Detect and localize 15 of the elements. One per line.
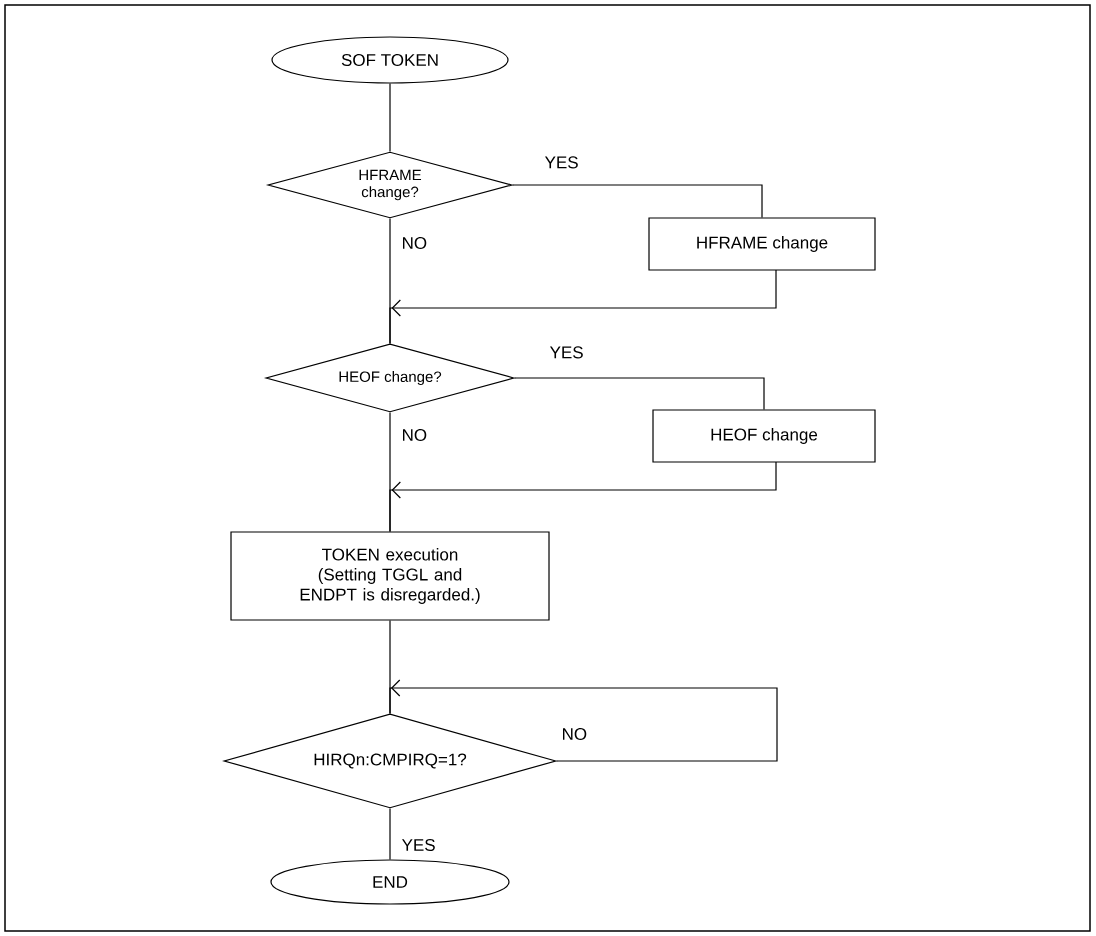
edge-label: NO: [400, 428, 429, 442]
edge-label: NO: [400, 236, 429, 250]
edge-label: YES: [543, 155, 580, 170]
edge-label: NO: [560, 727, 589, 741]
terminal-oval: SOF TOKEN: [271, 36, 509, 84]
process-box: TOKEN execution (Setting TGGL and ENDPT is disregarded.): [230, 531, 550, 621]
terminal-oval: END: [270, 859, 510, 905]
connector-line: [389, 808, 391, 860]
connector-line: [514, 377, 765, 410]
edge-label: YES: [548, 345, 585, 360]
process-box: HFRAME change: [648, 217, 876, 271]
connector-line: [512, 184, 763, 218]
edge-label: YES: [400, 838, 437, 852]
process-box: HEOF change: [652, 409, 876, 463]
connector-line: [389, 83, 391, 152]
